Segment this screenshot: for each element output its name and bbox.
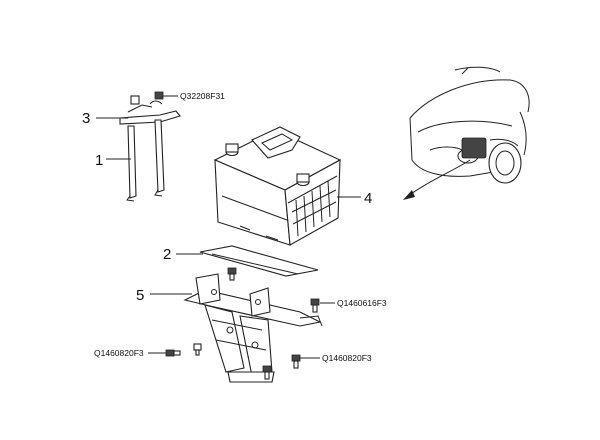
bolt-icon [165,349,181,357]
location-arrow-head [403,190,415,200]
nut-icon [154,91,164,100]
callout-3: 3 [82,110,90,127]
callout-1: 1 [95,152,103,169]
bolt-icon [291,354,301,369]
battery-location-marker [461,137,487,159]
callout-5: 5 [136,287,144,304]
leader-lines [96,95,361,359]
hold-down-rod-right [154,119,165,193]
fasteners [154,91,320,380]
part-number-bracket-bolt-left: Q1460820F3 [94,348,144,358]
bolt-icon [193,343,202,356]
battery [213,126,342,246]
part-number-clamp-nut: Q32208F31 [180,91,225,101]
vehicle-inset [403,66,530,200]
bolt-icon [310,298,320,313]
hold-down-rod-left [127,125,137,199]
part-number-bracket-bolt-bottom: Q1460820F3 [322,353,372,363]
callout-2: 2 [163,246,171,263]
battery-tray-pad [199,245,319,277]
battery-bracket [183,273,323,383]
bolt-icon [262,365,272,380]
bolt-icon [227,267,237,281]
callout-4: 4 [364,190,372,207]
part-number-bracket-bolt-right: Q1460616F3 [337,298,387,308]
hold-down-assembly [119,95,181,202]
